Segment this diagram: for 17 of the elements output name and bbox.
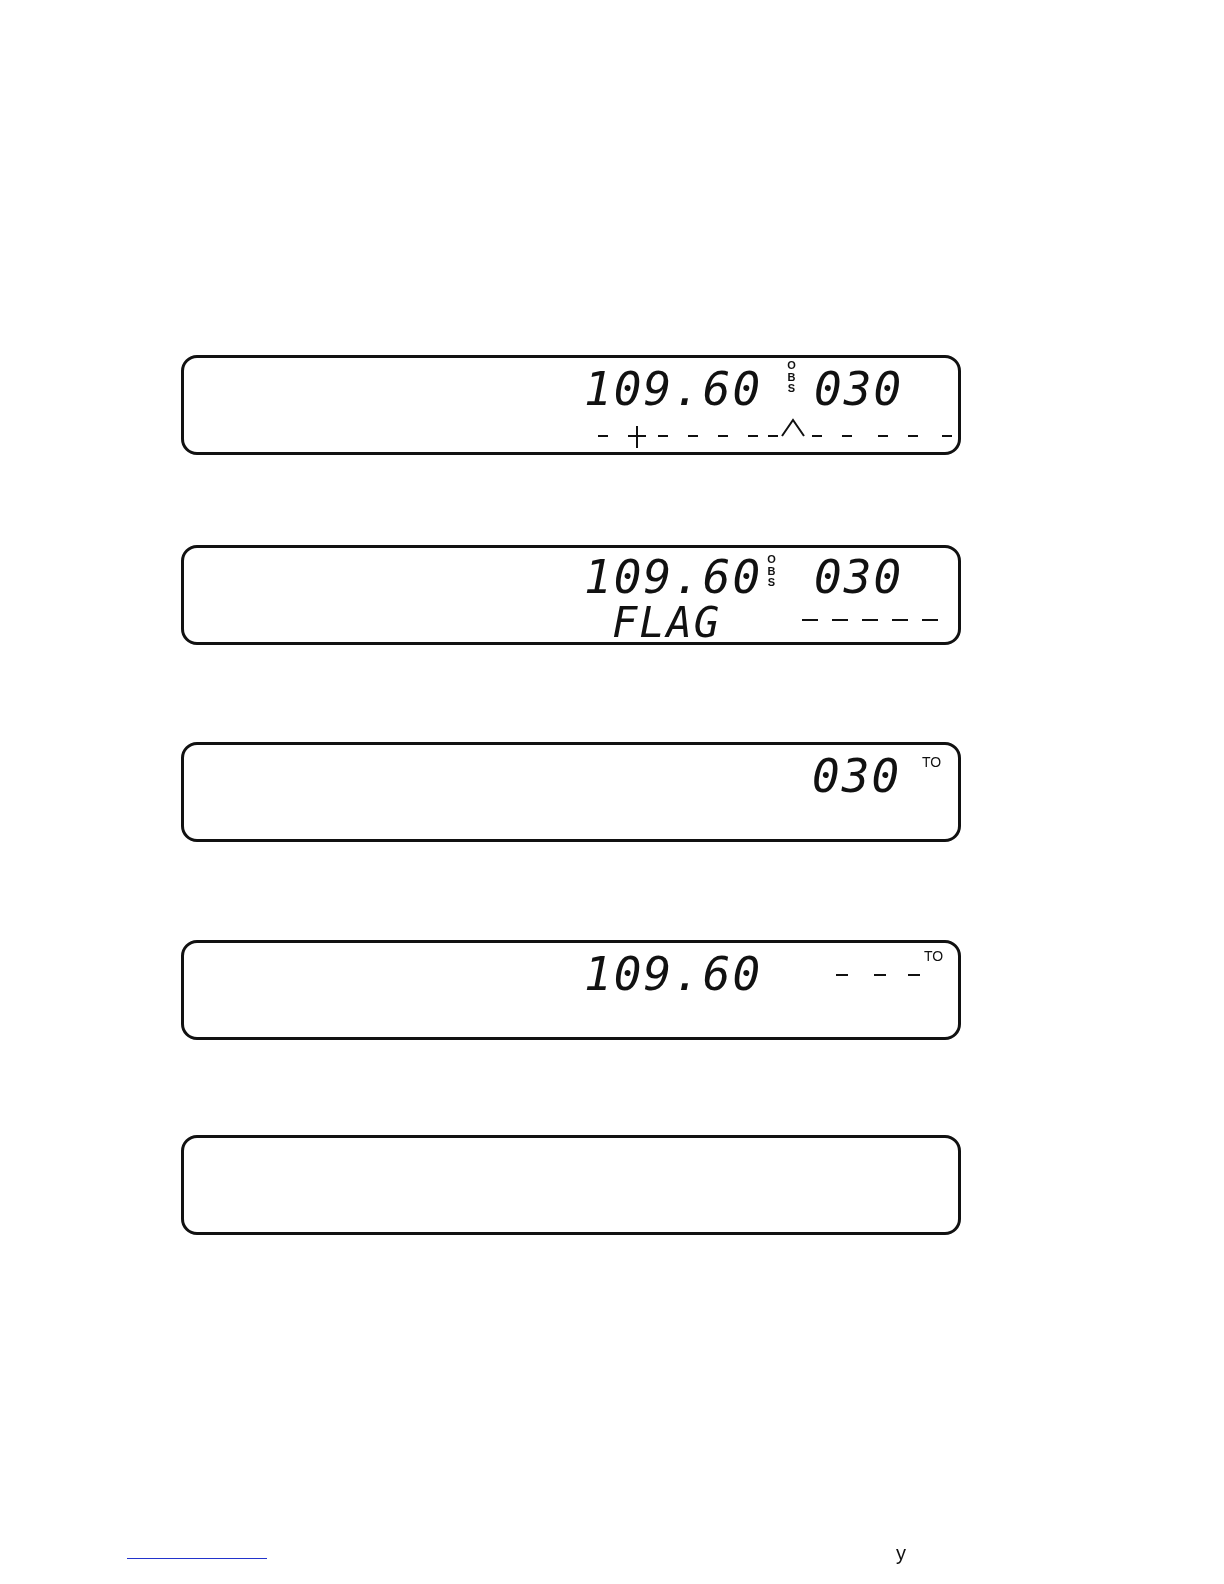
page-note: y: [896, 1542, 906, 1565]
display-panel: [181, 742, 961, 842]
lcd-readout: 109.60: [584, 554, 763, 600]
lcd-readout: FLAG: [612, 602, 722, 644]
lcd-readout: 030: [812, 753, 902, 799]
obs-indicator: OBS: [786, 360, 797, 395]
display-panel: [181, 1135, 961, 1235]
display-panel: [181, 940, 961, 1040]
lcd-readout: 109.60: [584, 951, 763, 997]
to-indicator: TO: [922, 755, 942, 769]
to-indicator: TO: [924, 949, 944, 963]
display-panel: [181, 545, 961, 645]
lcd-readout: 030: [814, 554, 904, 600]
lcd-readout: 030: [814, 366, 904, 412]
obs-indicator: OBS: [766, 554, 777, 589]
lcd-readout: 109.60: [584, 366, 763, 412]
display-panel: [181, 355, 961, 455]
